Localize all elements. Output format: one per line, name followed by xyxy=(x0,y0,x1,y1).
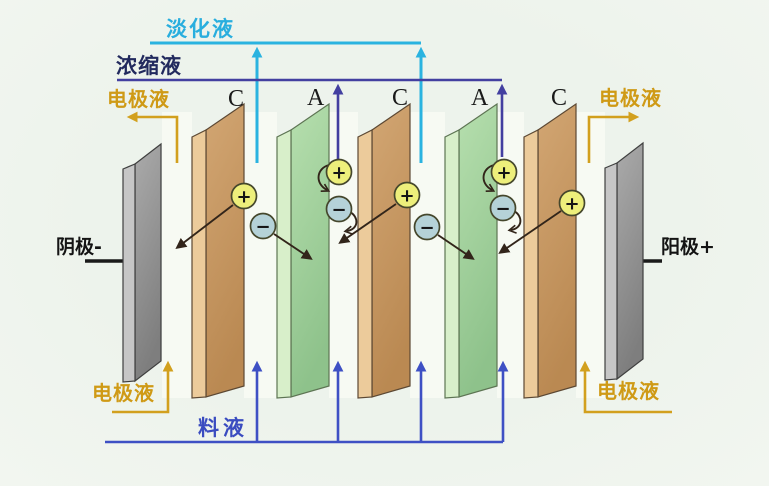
anion-2-rebound-arrow xyxy=(343,211,358,235)
anion-3-circle xyxy=(413,213,441,241)
anion-1-circle xyxy=(249,212,277,240)
membrane-label-a2: A xyxy=(471,85,489,111)
membrane-c1-front-face xyxy=(191,129,207,399)
anion-4: − xyxy=(489,194,522,234)
cation-4-rebound-arrow xyxy=(482,164,496,192)
membrane-label-c2: C xyxy=(392,85,409,111)
anion-4-circle xyxy=(489,194,517,222)
membrane-a1-front-face xyxy=(276,129,292,399)
cation-4-sign: + xyxy=(496,163,511,184)
membrane-a2 xyxy=(444,102,498,399)
compartment-band-6 xyxy=(576,112,605,398)
cation-5-migration-arrow xyxy=(498,210,562,254)
cation-3-migration-arrow xyxy=(338,203,397,244)
membrane-label-c1: C xyxy=(228,86,245,112)
anion-1: − xyxy=(249,212,313,260)
cation-5-circle xyxy=(558,189,586,217)
membrane-a1-side-face xyxy=(290,102,330,398)
dilute-label: 淡化液 xyxy=(166,17,235,41)
cathode-electrode-front-face xyxy=(122,163,136,383)
anode-electrode-front-face xyxy=(604,162,618,381)
anion-2: − xyxy=(325,195,358,235)
membrane-c3-front-face xyxy=(523,129,539,399)
membrane-c1-side-face xyxy=(205,102,245,398)
anion-4-sign: − xyxy=(495,199,510,220)
cathode-label: 阴极- xyxy=(56,236,102,258)
cation-2-rebound-arrow xyxy=(317,164,331,192)
cation-2: + xyxy=(317,158,353,192)
anode-electrode-side-face xyxy=(616,141,644,381)
compartment-band-2 xyxy=(244,112,277,398)
compartment-band-3 xyxy=(329,112,358,398)
cathode-electrode xyxy=(122,142,162,383)
electrode-liquid-bottom-left-label: 电极液 xyxy=(92,381,155,405)
anion-1-sign: − xyxy=(255,217,270,238)
cation-1: + xyxy=(175,182,258,250)
cation-3-sign: + xyxy=(399,186,414,207)
cation-5-sign: + xyxy=(564,194,579,215)
anion-1-migration-arrow xyxy=(273,233,313,260)
membrane-label-c3: C xyxy=(551,85,568,111)
cation-5: + xyxy=(498,189,586,254)
anode-label: 阳极+ xyxy=(661,236,715,258)
membrane-label-a1: A xyxy=(307,85,325,111)
membrane-a1 xyxy=(276,102,330,399)
membrane-c2-side-face xyxy=(371,102,411,398)
cation-4-circle xyxy=(490,158,518,186)
membrane-c3-side-face xyxy=(537,102,577,398)
cation-1-circle xyxy=(230,182,258,210)
cation-3-circle xyxy=(393,181,421,209)
electrode-pipe-top-right xyxy=(587,111,640,163)
membrane-c2 xyxy=(357,102,411,399)
membrane-c2-front-face xyxy=(357,129,373,399)
compartment-band-4 xyxy=(410,112,445,398)
electrode-liquid-top-right-label: 电极液 xyxy=(599,86,662,110)
feed-label: 料液 xyxy=(198,416,248,440)
anion-2-sign: − xyxy=(331,200,346,221)
electrode-pipe-top-left xyxy=(126,111,179,163)
membrane-c1 xyxy=(191,102,245,399)
cathode-electrode-side-face xyxy=(134,142,162,383)
membrane-a2-side-face xyxy=(458,102,498,398)
anion-4-rebound-arrow xyxy=(507,210,522,234)
membrane-c3 xyxy=(523,102,577,399)
electrode-pipe-bottom-left xyxy=(112,360,174,414)
cation-1-migration-arrow xyxy=(175,204,234,250)
anion-3-migration-arrow xyxy=(437,234,475,260)
cation-2-sign: + xyxy=(331,163,346,184)
electrode-liquid-bottom-right-label: 电极液 xyxy=(597,379,660,403)
anion-2-circle xyxy=(325,195,353,223)
concentrate-label: 浓缩液 xyxy=(116,54,182,78)
anion-3: − xyxy=(413,213,475,260)
membrane-a2-front-face xyxy=(444,129,460,399)
cation-4: + xyxy=(482,158,518,192)
electrode-pipe-bottom-right xyxy=(579,360,672,414)
anion-3-sign: − xyxy=(419,218,434,239)
cation-3: + xyxy=(338,181,421,244)
cation-2-circle xyxy=(325,158,353,186)
cation-1-sign: + xyxy=(236,187,251,208)
electrode-liquid-top-left-label: 电极液 xyxy=(107,87,170,111)
anode-electrode xyxy=(604,141,644,381)
